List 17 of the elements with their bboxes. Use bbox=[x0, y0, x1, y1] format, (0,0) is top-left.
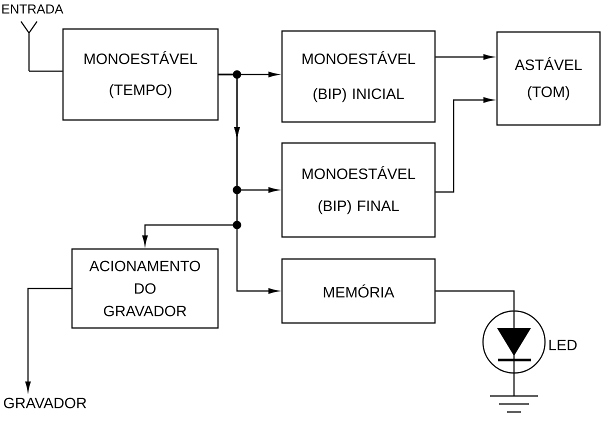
arrow bbox=[436, 54, 494, 60]
block-box: MONOESTÁVEL (BIP) FINAL bbox=[281, 142, 436, 238]
led-label: LED bbox=[549, 340, 577, 350]
output-label: GRAVADOR bbox=[4, 398, 86, 408]
arrow bbox=[218, 74, 278, 294]
connector-line bbox=[29, 70, 62, 72]
block-box: MONOESTÁVEL (TEMPO) bbox=[62, 28, 219, 121]
block-box: ASTÁVEL (TOM) bbox=[496, 31, 601, 126]
antenna-symbol bbox=[20, 20, 38, 72]
block-box: MEMÓRIA bbox=[281, 258, 436, 324]
input-label: ENTRADA bbox=[2, 4, 64, 14]
arrow bbox=[25, 288, 72, 392]
block-box: ACIONAMENTO DO GRAVADOR bbox=[71, 248, 219, 329]
led-symbol bbox=[482, 310, 546, 374]
block-box: MONOESTÁVEL (BIP) INICIAL bbox=[281, 30, 436, 123]
connector-line bbox=[436, 290, 515, 310]
arrow bbox=[436, 97, 494, 193]
